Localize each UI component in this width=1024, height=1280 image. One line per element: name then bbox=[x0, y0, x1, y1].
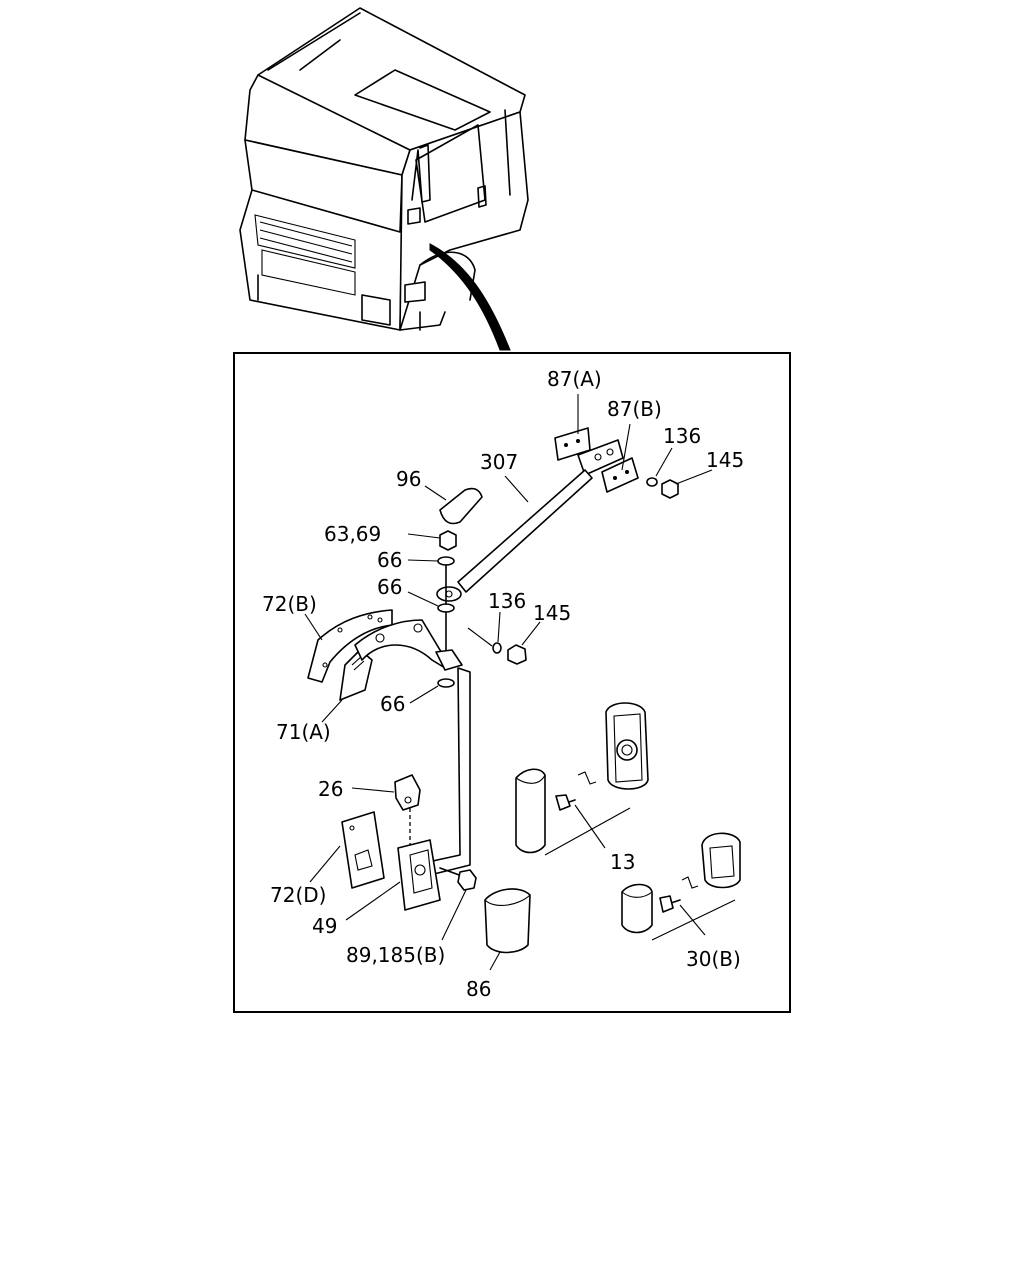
washer-66-c bbox=[437, 678, 455, 688]
washer-66-a bbox=[437, 556, 455, 566]
bracket-26 bbox=[394, 774, 421, 811]
mirror-assembly-13 bbox=[515, 702, 649, 856]
label-145-upper: 145 bbox=[706, 448, 744, 472]
label-66-b: 66 bbox=[377, 575, 402, 599]
nut-63-69 bbox=[439, 530, 457, 551]
label-72b: 72(B) bbox=[262, 592, 317, 616]
label-136-upper: 136 bbox=[663, 424, 701, 448]
bolt-89-185b bbox=[439, 867, 477, 891]
label-66-a: 66 bbox=[377, 548, 402, 572]
nut-145-lower bbox=[507, 644, 527, 665]
cap-96 bbox=[439, 487, 483, 525]
washer-136-lower bbox=[492, 642, 502, 654]
washer-136-upper bbox=[646, 477, 658, 487]
cover-86 bbox=[484, 888, 531, 954]
label-13: 13 bbox=[610, 850, 635, 874]
label-49: 49 bbox=[312, 914, 337, 938]
label-96: 96 bbox=[396, 467, 421, 491]
detail-frame bbox=[233, 352, 791, 1013]
label-30b: 30(B) bbox=[686, 947, 741, 971]
part-labels: 87(A) 87(B) 136 145 307 96 63,69 66 66 1… bbox=[262, 367, 744, 1001]
stay-arm-307 bbox=[436, 439, 624, 602]
label-26: 26 bbox=[318, 777, 343, 801]
plate-87b bbox=[601, 457, 639, 493]
label-307: 307 bbox=[480, 450, 518, 474]
base-49 bbox=[397, 839, 441, 911]
leader-lines bbox=[304, 394, 713, 971]
main-arm bbox=[354, 619, 471, 876]
truck-cab-illustration bbox=[239, 7, 529, 351]
label-87a: 87(A) bbox=[547, 367, 602, 391]
plate-72d bbox=[341, 811, 385, 889]
label-136-lower: 136 bbox=[488, 589, 526, 613]
washer-66-b bbox=[437, 603, 455, 613]
label-71a: 71(A) bbox=[276, 720, 331, 744]
label-66-c: 66 bbox=[380, 692, 405, 716]
label-72d: 72(D) bbox=[270, 883, 326, 907]
label-89-185b: 89,185(B) bbox=[346, 943, 445, 967]
mirror-assembly-30b bbox=[621, 832, 741, 941]
arm-head-71a bbox=[339, 649, 373, 701]
label-87b: 87(B) bbox=[607, 397, 662, 421]
label-63-69: 63,69 bbox=[324, 522, 381, 546]
label-86: 86 bbox=[466, 977, 491, 1001]
nut-145-upper bbox=[661, 479, 679, 499]
label-145-lower: 145 bbox=[533, 601, 571, 625]
